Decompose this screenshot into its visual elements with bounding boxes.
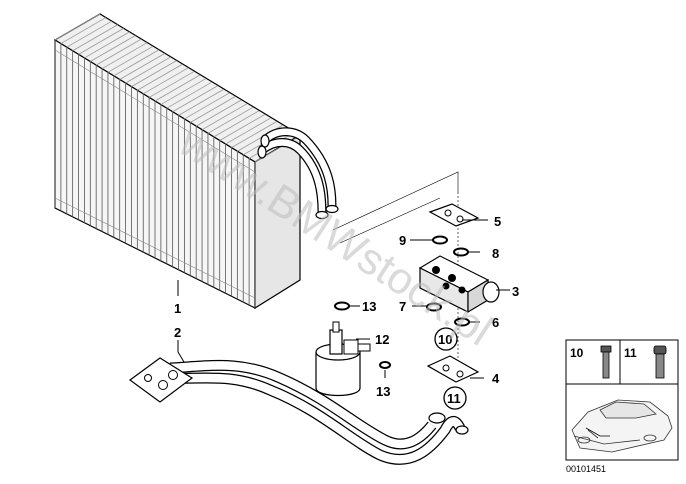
callout-10: 10 <box>438 332 452 347</box>
inset-label-10: 10 <box>570 346 584 360</box>
callout-12: 12 <box>375 332 389 347</box>
evaporator <box>53 13 302 310</box>
callout-5: 5 <box>494 214 501 229</box>
callout-1: 1 <box>174 301 181 316</box>
callout-3: 3 <box>512 284 519 299</box>
leader-lines <box>177 219 510 379</box>
callout-8: 8 <box>492 246 499 261</box>
expansion-valve <box>418 255 500 314</box>
callout-10-circle <box>434 327 458 351</box>
callout-2: 2 <box>174 325 181 340</box>
diagram-code: 00101451 <box>566 464 606 474</box>
callout-6: 6 <box>492 315 499 330</box>
callout-13-bottom: 13 <box>376 384 390 399</box>
callout-13-top: 13 <box>362 299 376 314</box>
receiver-drier <box>315 321 371 397</box>
callout-9: 9 <box>399 233 406 248</box>
callout-11: 11 <box>447 391 461 406</box>
refrigerant-line <box>128 357 469 465</box>
bracket-5 <box>428 203 480 227</box>
evaporator-pipes <box>257 127 339 220</box>
screw-icon <box>653 345 667 379</box>
callout-4: 4 <box>492 371 500 386</box>
callout-11-circle <box>443 386 467 410</box>
inset-label-11: 11 <box>624 346 637 360</box>
bolt-icon <box>600 345 612 379</box>
car-silhouette-icon <box>571 399 673 453</box>
callout-7: 7 <box>399 299 406 314</box>
bracket-4 <box>426 355 480 383</box>
inset-panel <box>565 339 679 461</box>
